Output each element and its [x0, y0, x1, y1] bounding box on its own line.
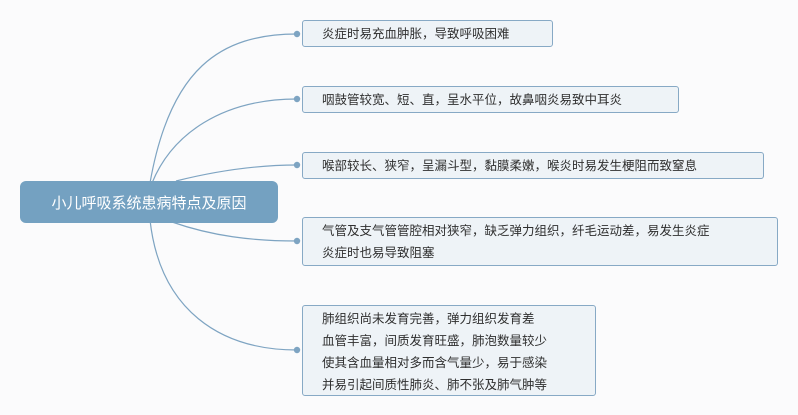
branch-topic[interactable]: 炎症时易充血肿胀，导致呼吸困难	[302, 20, 553, 47]
connector-dot	[293, 161, 301, 169]
connector-dot	[293, 346, 301, 354]
branch-topic-text: 气管及支气管管腔相对狭窄，缺乏弹力组织，纤毛运动差，易发生炎症	[322, 223, 710, 238]
connector-branch-4	[171, 221, 298, 242]
branch-topic-text: 使其含血量相对多而含气量少，易于感染	[322, 355, 548, 370]
branch-topic[interactable]: 喉部较长、狭窄，呈漏斗型，黏膜柔嫩，喉炎时易发生梗阻而致窒息	[302, 152, 764, 179]
branch-topic-text: 喉部较长、狭窄，呈漏斗型，黏膜柔嫩，喉炎时易发生梗阻而致窒息	[322, 158, 698, 173]
branch-topic[interactable]: 咽鼓管较宽、短、直，呈水平位，故鼻咽炎易致中耳炎	[302, 86, 679, 113]
branch-topic-text: 并易引起间质性肺炎、肺不张及肺气肿等	[322, 377, 548, 392]
branch-topic[interactable]: 气管及支气管管腔相对狭窄，缺乏弹力组织，纤毛运动差，易发生炎症 炎症时也易导致阻…	[302, 217, 778, 266]
root-topic[interactable]: 小儿呼吸系统患病特点及原因	[20, 181, 278, 223]
connector-branch-5	[149, 219, 298, 351]
connector-branch-1	[149, 33, 298, 184]
branch-topic-text: 炎症时易充血肿胀，导致呼吸困难	[322, 26, 510, 41]
branch-topic-text: 炎症时也易导致阻塞	[322, 245, 435, 260]
root-topic-label: 小儿呼吸系统患病特点及原因	[51, 193, 247, 212]
branch-topic[interactable]: 肺组织尚未发育完善，弹力组织发育差 血管丰富，间质发育旺盛，肺泡数量较少 使其含…	[302, 305, 596, 396]
branch-topic-text: 肺组织尚未发育完善，弹力组织发育差	[322, 311, 535, 326]
branch-topic-text: 血管丰富，间质发育旺盛，肺泡数量较少	[322, 333, 548, 348]
connector-dot	[293, 95, 301, 103]
connector-branch-2	[151, 98, 298, 184]
connector-dot	[293, 30, 301, 38]
connector-dot	[293, 237, 301, 245]
branch-topic-text: 咽鼓管较宽、短、直，呈水平位，故鼻咽炎易致中耳炎	[322, 92, 623, 107]
connector-branch-3	[175, 164, 298, 182]
